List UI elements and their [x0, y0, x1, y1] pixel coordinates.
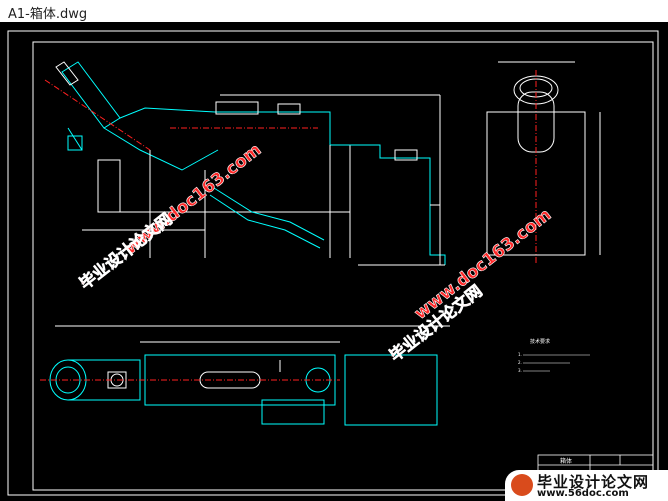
cad-drawing: 技术要求 1. 2. 3. 箱体 www.doc163.com 毕业设计论文网 … [7, 30, 659, 496]
tube-support [67, 127, 83, 151]
window-title: A1-箱体.dwg [8, 7, 88, 22]
body-slope [103, 127, 219, 171]
front-view [44, 61, 446, 266]
top-pipe-2 [277, 103, 301, 115]
body-top [119, 107, 340, 146]
sheet-border-inner [32, 41, 654, 491]
title-block-name: 箱体 [560, 457, 572, 465]
watermark-site-2: www.doc163.com [411, 205, 556, 324]
watermark-brand-1: 毕业设计论文网 [76, 209, 176, 293]
outlet-line [209, 194, 321, 249]
support-block [67, 135, 83, 151]
top-pipe-1 [215, 101, 259, 115]
side-body [486, 111, 586, 256]
footer-watermark-site: www.56doc.com [537, 488, 629, 499]
right-box [344, 354, 438, 426]
right-outline [340, 144, 446, 265]
tech-note-2: 2. [518, 360, 522, 365]
watermark-3: www.doc163.com [410, 205, 556, 325]
drawing-viewport[interactable]: 技术要求 1. 2. 3. 箱体 www.doc163.com 毕业设计论文网 … [0, 22, 668, 501]
watermark-2: 毕业设计论文网 [75, 209, 176, 294]
footer-watermark-brand: 毕业设计论文网 [537, 473, 650, 491]
tech-notes-heading: 技术要求 [530, 338, 550, 345]
inclined-tube [61, 61, 121, 129]
right-flange [394, 149, 418, 161]
left-leg [97, 159, 121, 213]
window-titlebar: A1-箱体.dwg [0, 0, 668, 23]
sheet-border-outer [7, 30, 659, 496]
watermark-logo-icon [511, 474, 533, 496]
tube-flange [55, 61, 79, 86]
centerline [44, 79, 151, 151]
tech-note-3: 3. [518, 368, 522, 373]
top-view [40, 325, 450, 426]
side-view [486, 61, 601, 265]
footer-watermark: 毕业设计论文网 www.56doc.com [505, 470, 668, 501]
outlet-line-2 [213, 187, 325, 241]
tech-note-1: 1. [518, 352, 522, 357]
technical-notes: 技术要求 1. 2. 3. [518, 338, 590, 373]
bottom-tab [261, 399, 325, 425]
